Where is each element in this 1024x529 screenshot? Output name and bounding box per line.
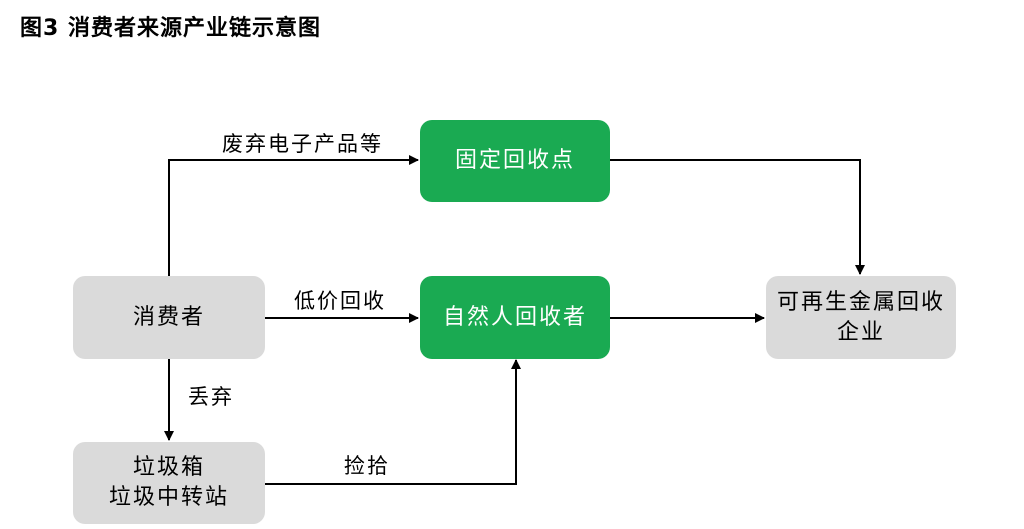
node-individual-collector-label: 自然人回收者 [442,304,587,330]
node-trash-bin: 垃圾箱 垃圾中转站 [73,442,265,524]
node-consumer: 消费者 [73,276,265,359]
edge-label-consumer-to-fixed: 废弃电子产品等 [222,132,383,156]
node-trash-bin-line1: 垃圾箱 [132,455,205,480]
node-fixed-recycling-point: 固定回收点 [420,120,610,202]
arrow-bin-to-individual [265,359,521,485]
edge-label-consumer-to-individual: 低价回收 [294,289,386,313]
node-individual-collector: 自然人回收者 [420,276,610,359]
node-recycling-enterprise-line2: 企业 [836,319,885,345]
arrow-fixed-point-to-enterprise [610,159,865,275]
node-trash-bin-line2: 垃圾中转站 [108,485,229,510]
node-fixed-recycling-point-label: 固定回收点 [454,148,575,173]
node-consumer-label: 消费者 [132,304,205,330]
edge-label-consumer-to-bin: 丢弃 [188,385,234,409]
figure-title: 图3 消费者来源产业链示意图 [20,16,321,41]
edge-label-bin-to-individual: 捡拾 [344,454,390,478]
arrow-consumer-to-fixed-point [168,155,419,276]
node-recycling-enterprise-line1: 可再生金属回收 [776,289,945,315]
node-recycling-enterprise: 可再生金属回收 企业 [766,276,956,359]
